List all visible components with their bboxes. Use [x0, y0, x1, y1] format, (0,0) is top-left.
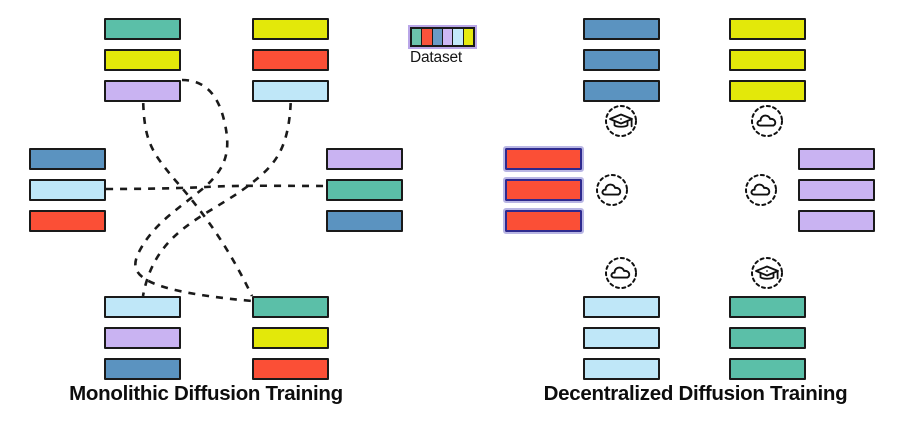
bar-teal: [729, 296, 806, 318]
bar-purple: [104, 327, 181, 349]
bar-yellow: [729, 80, 806, 102]
caption-monolithic: Monolithic Diffusion Training: [69, 382, 343, 405]
bar-teal: [729, 358, 806, 380]
bar-red: [252, 358, 329, 380]
bar-yellow: [252, 18, 329, 40]
cloud-icon: [750, 104, 784, 138]
graduation-cap-icon: [750, 256, 784, 290]
bar-red: [29, 210, 106, 232]
swatch-red: [422, 29, 433, 45]
bar-lightblue: [29, 179, 106, 201]
bar-lightblue: [583, 296, 660, 318]
bar-lightblue: [583, 327, 660, 349]
bar-red: [503, 208, 584, 234]
bar-blue: [326, 210, 403, 232]
bar-yellow: [729, 18, 806, 40]
bar-yellow: [729, 49, 806, 71]
link-topright-to-botleft: [141, 88, 293, 297]
bar-yellow: [252, 327, 329, 349]
bar-purple: [798, 210, 875, 232]
bar-blue: [583, 49, 660, 71]
caption-decentralized: Decentralized Diffusion Training: [543, 382, 848, 405]
link-midleft-to-midright: [105, 184, 327, 191]
bar-teal: [252, 296, 329, 318]
bar-red: [503, 146, 584, 172]
bar-purple: [798, 179, 875, 201]
bar-lightblue: [104, 296, 181, 318]
bar-lightblue: [583, 358, 660, 380]
bar-teal: [729, 327, 806, 349]
swatch-lightblue: [453, 29, 464, 45]
swatch-blue: [432, 29, 443, 45]
cloud-icon: [604, 256, 638, 290]
dataset-legend: Dataset: [408, 25, 477, 67]
bar-teal: [104, 18, 181, 40]
swatch-yellow: [463, 29, 473, 45]
bar-teal: [326, 179, 403, 201]
bar-yellow: [104, 49, 181, 71]
bar-red: [252, 49, 329, 71]
dataset-legend-label: Dataset: [410, 49, 463, 66]
bar-blue: [583, 80, 660, 102]
bar-red: [503, 177, 584, 203]
dataset-legend-swatches: [408, 25, 477, 49]
link-topleft-to-botright: [141, 88, 254, 297]
swatch-teal: [412, 29, 423, 45]
cloud-icon: [744, 173, 778, 207]
bar-blue: [29, 148, 106, 170]
bar-blue: [104, 358, 181, 380]
bar-lightblue: [252, 80, 329, 102]
link-topleft-curve-out: [134, 78, 253, 303]
graduation-cap-icon: [604, 104, 638, 138]
bar-blue: [583, 18, 660, 40]
bar-purple: [798, 148, 875, 170]
swatch-purple: [442, 29, 454, 45]
bar-purple: [326, 148, 403, 170]
bar-purple: [104, 80, 181, 102]
cloud-icon: [595, 173, 629, 207]
